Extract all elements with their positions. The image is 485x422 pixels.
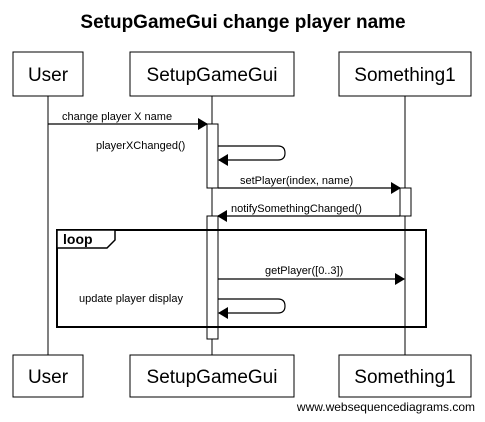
message-label-5: getPlayer([0..3]) — [265, 265, 343, 277]
message-label-4: notifySomethingChanged() — [231, 203, 362, 215]
participant-gui-top: SetupGameGui — [129, 51, 295, 97]
message-label-3: setPlayer(index, name) — [240, 175, 353, 187]
participant-user-label-bottom: User — [28, 367, 69, 388]
watermark: www.websequencediagrams.com — [296, 400, 475, 414]
diagram-title: SetupGameGui change player name — [80, 12, 405, 33]
participant-gui-label-bottom: SetupGameGui — [147, 367, 278, 388]
message-arrow-6 — [218, 298, 286, 319]
activation-gui-1 — [206, 123, 219, 189]
loop-frame — [56, 229, 427, 328]
message-label-2: playerXChanged() — [96, 140, 185, 152]
participant-something-bottom: Something1 — [338, 354, 472, 398]
message-label-1: change player X name — [62, 111, 172, 123]
participant-user-label: User — [28, 65, 69, 86]
activation-something — [399, 187, 412, 217]
activation-gui-2 — [206, 215, 219, 340]
participant-gui-bottom: SetupGameGui — [129, 354, 295, 398]
participant-something-top: Something1 — [338, 51, 472, 97]
message-arrow-2 — [218, 145, 286, 166]
loop-tab — [56, 229, 116, 249]
message-label-6: update player display — [79, 293, 183, 305]
participant-gui-label: SetupGameGui — [147, 65, 278, 86]
participant-something-label: Something1 — [354, 65, 455, 86]
participant-something-label-bottom: Something1 — [354, 367, 455, 388]
loop-label: loop — [63, 231, 93, 247]
participant-user-top: User — [12, 51, 84, 97]
participant-user-bottom: User — [12, 354, 84, 398]
